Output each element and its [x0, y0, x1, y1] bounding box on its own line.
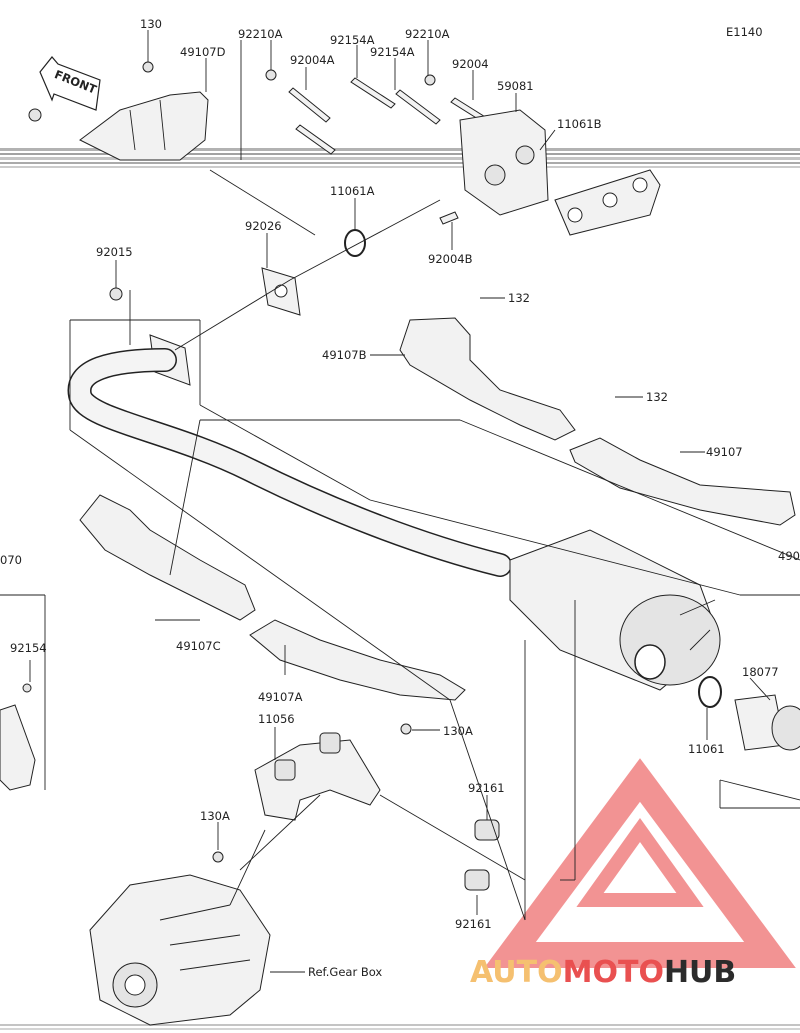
muffler	[509, 529, 721, 691]
collar-92161-upper	[474, 819, 500, 841]
spark-arrester-18077	[734, 694, 800, 751]
studs-top	[265, 69, 491, 155]
label-49107A: 49107A	[258, 690, 303, 704]
label-92161-1: 92161	[468, 781, 505, 795]
label-92004A: 92004A	[290, 53, 335, 67]
manifold-flange-59081	[459, 109, 549, 216]
label-11056: 11056	[258, 712, 295, 726]
heat-cover-49107A	[249, 619, 466, 701]
label-070: 070	[0, 553, 22, 567]
label-490: 490	[778, 549, 800, 563]
watermark-hub: HUB	[664, 955, 736, 990]
label-92004B: 92004B	[428, 252, 473, 266]
label-92026: 92026	[245, 219, 282, 233]
label-92015: 92015	[96, 245, 133, 259]
watermark-text: AUTOMOTOHUB	[470, 955, 736, 990]
label-92154A-2: 92154A	[370, 45, 415, 59]
nut-92015	[109, 287, 123, 301]
label-92161-2: 92161	[455, 917, 492, 931]
label-49107C: 49107C	[176, 639, 221, 653]
nut-left	[28, 108, 42, 122]
label-11061: 11061	[688, 742, 725, 756]
label-92004: 92004	[452, 57, 489, 71]
leader-lines	[0, 30, 800, 973]
watermark-moto: MOTO	[563, 955, 664, 990]
label-92154: 92154	[10, 641, 47, 655]
heat-cover-49107B	[399, 317, 576, 441]
label-130A-2: 130A	[200, 809, 230, 823]
label-130: 130	[140, 17, 162, 31]
label-92154A-1: 92154A	[330, 33, 375, 47]
label-49107D: 49107D	[180, 45, 226, 59]
label-49107: 49107	[706, 445, 743, 459]
heat-cover-49107D	[79, 91, 209, 161]
label-132-2: 132	[646, 390, 668, 404]
gasket-11061B	[554, 169, 661, 236]
watermark-auto: AUTO	[470, 955, 563, 990]
heat-cover-49107C	[79, 494, 256, 621]
gasket-11061	[698, 676, 722, 708]
label-132-1: 132	[508, 291, 530, 305]
label-11061A: 11061A	[330, 184, 375, 198]
flange-gasket-92026	[261, 267, 301, 316]
stud-92004B	[439, 211, 459, 225]
label-59081: 59081	[497, 79, 534, 93]
scan-noise-band	[0, 148, 800, 1030]
label-92210A-1: 92210A	[238, 27, 283, 41]
label-130A-1: 130A	[443, 724, 473, 738]
gear-box	[89, 874, 271, 1026]
gasket-ring-11061A	[344, 229, 366, 257]
label-49107B: 49107B	[322, 348, 367, 362]
tail-pipe-left	[0, 683, 36, 791]
part-labels: 130 49107D 92210A 92004A 92154A 92154A 9…	[0, 17, 800, 979]
exhaust-pipe	[67, 334, 512, 577]
label-92210A-2: 92210A	[405, 27, 450, 41]
collar-92161-lower	[464, 869, 490, 891]
label-ref-gear-box: Ref.Gear Box	[308, 965, 382, 979]
bracket-11056	[212, 723, 412, 863]
label-11061B: 11061B	[557, 117, 602, 131]
diagram-code: E1140	[726, 25, 763, 39]
bolt-130	[142, 61, 154, 73]
front-arrow: FRONT	[39, 56, 101, 111]
label-18077: 18077	[742, 665, 779, 679]
watermark-logo: AUTOMOTOHUB	[470, 758, 796, 990]
